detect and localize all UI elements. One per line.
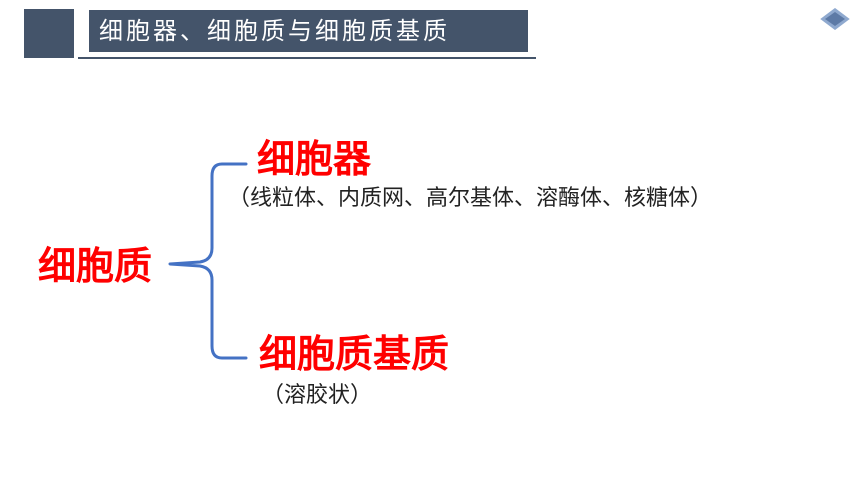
curly-brace [168, 162, 248, 360]
page-title: 细胞器、细胞质与细胞质基质 [99, 17, 450, 45]
branch-label-organelles: 细胞器 [257, 137, 372, 181]
branch-label-cytosol: 细胞质基质 [259, 332, 450, 376]
title-underline [78, 57, 536, 59]
branch-detail-cytosol: （溶胶状） [262, 383, 373, 408]
header-corner-square [24, 9, 74, 58]
title-bar: 细胞器、细胞质与细胞质基质 [86, 10, 528, 52]
branch-detail-organelles: （线粒体、内质网、高尔基体、溶酶体、核糖体） [228, 186, 713, 211]
diamond-icon [818, 6, 852, 32]
root-label: 细胞质 [38, 244, 153, 288]
